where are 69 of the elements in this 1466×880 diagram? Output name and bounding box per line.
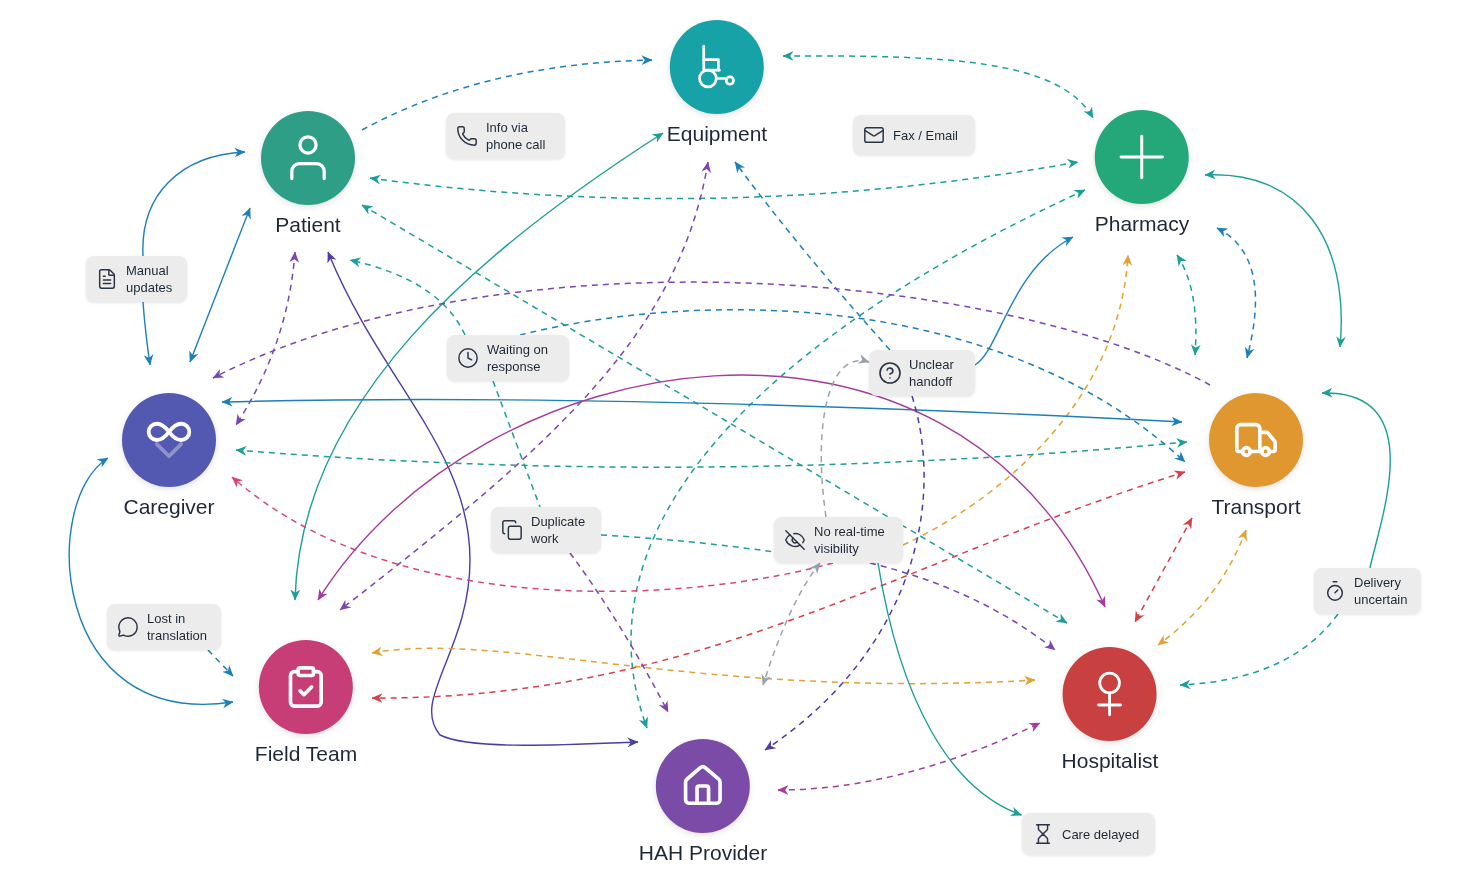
actor-label: Equipment — [666, 121, 768, 147]
actor-label: Field Team — [254, 741, 358, 767]
dashed-arrow — [371, 470, 1186, 703]
arrow — [68, 457, 234, 708]
dashed-arrow — [519, 308, 1186, 463]
issue-chip — [774, 517, 903, 563]
arrow — [221, 396, 1183, 427]
arrow — [1204, 170, 1346, 348]
arrow — [142, 148, 246, 257]
arrow — [974, 236, 1074, 366]
arrow — [327, 251, 639, 748]
dashed-arrow — [902, 254, 1132, 546]
dashed-arrow — [231, 476, 834, 593]
issue-chip — [86, 256, 187, 302]
dashed-arrow — [369, 158, 1079, 200]
issue-chip — [491, 507, 601, 553]
dashed-arrow — [371, 647, 1036, 686]
dashed-arrow — [349, 257, 466, 336]
dashed-arrow — [361, 204, 1068, 624]
actor-label: HAH Provider — [638, 840, 768, 866]
dashed-arrow — [734, 161, 891, 351]
dashed-arrow — [1179, 613, 1339, 690]
arrow — [189, 207, 251, 363]
actor-label: Patient — [275, 212, 341, 238]
dashed-arrow — [361, 55, 653, 131]
dashed-arrow — [764, 395, 925, 751]
arrow — [317, 375, 1106, 608]
chip-label: Care delayed — [1062, 825, 1140, 843]
dashed-arrow — [1216, 227, 1257, 359]
actor-label: Transport — [1211, 494, 1301, 520]
actor-label: Pharmacy — [1094, 211, 1190, 237]
dashed-arrow — [820, 355, 870, 518]
dashed-arrow — [1134, 517, 1193, 623]
arrow — [1321, 389, 1391, 569]
chip-label: Fax / Email — [893, 126, 958, 144]
dashed-arrow — [207, 649, 234, 677]
arrow — [142, 301, 154, 366]
chip-label: No real-time visibility — [814, 523, 886, 557]
dashed-arrow — [235, 251, 299, 426]
chip-label: Lost in translation — [147, 610, 208, 644]
issue-chip — [853, 115, 975, 155]
dashed-arrow — [630, 189, 1086, 729]
chip-label: Manual updates — [126, 262, 174, 296]
chip-label: Duplicate work — [531, 513, 587, 547]
chip-label: Waiting on response — [487, 341, 549, 375]
issue-chip — [107, 604, 221, 650]
dashed-arrow — [569, 552, 669, 713]
issue-chip — [1314, 568, 1421, 614]
issue-chip — [869, 350, 975, 396]
arrow — [291, 132, 664, 601]
dashed-arrow — [777, 722, 1041, 795]
chip-label: Info via phone call — [486, 119, 547, 153]
dashed-arrow — [235, 438, 1188, 468]
dashed-arrow — [339, 161, 711, 611]
issue-chip — [447, 335, 569, 381]
dashed-arrow — [1157, 529, 1247, 646]
dashed-arrow — [212, 282, 1211, 386]
issue-chip — [446, 113, 565, 159]
actor-label: Hospitalist — [1061, 748, 1159, 774]
issue-chip — [1022, 813, 1155, 855]
dashed-connector-line — [492, 380, 541, 508]
chip-label: Delivery uncertain — [1354, 574, 1409, 608]
dashed-arrow — [869, 562, 1056, 651]
arrow — [877, 562, 1023, 816]
dashed-arrow — [761, 562, 821, 686]
chip-label: Unclear handoff — [909, 356, 955, 390]
dashed-arrow — [782, 51, 1094, 119]
actor-label: Caregiver — [123, 494, 215, 520]
dashed-arrow — [1176, 254, 1201, 356]
